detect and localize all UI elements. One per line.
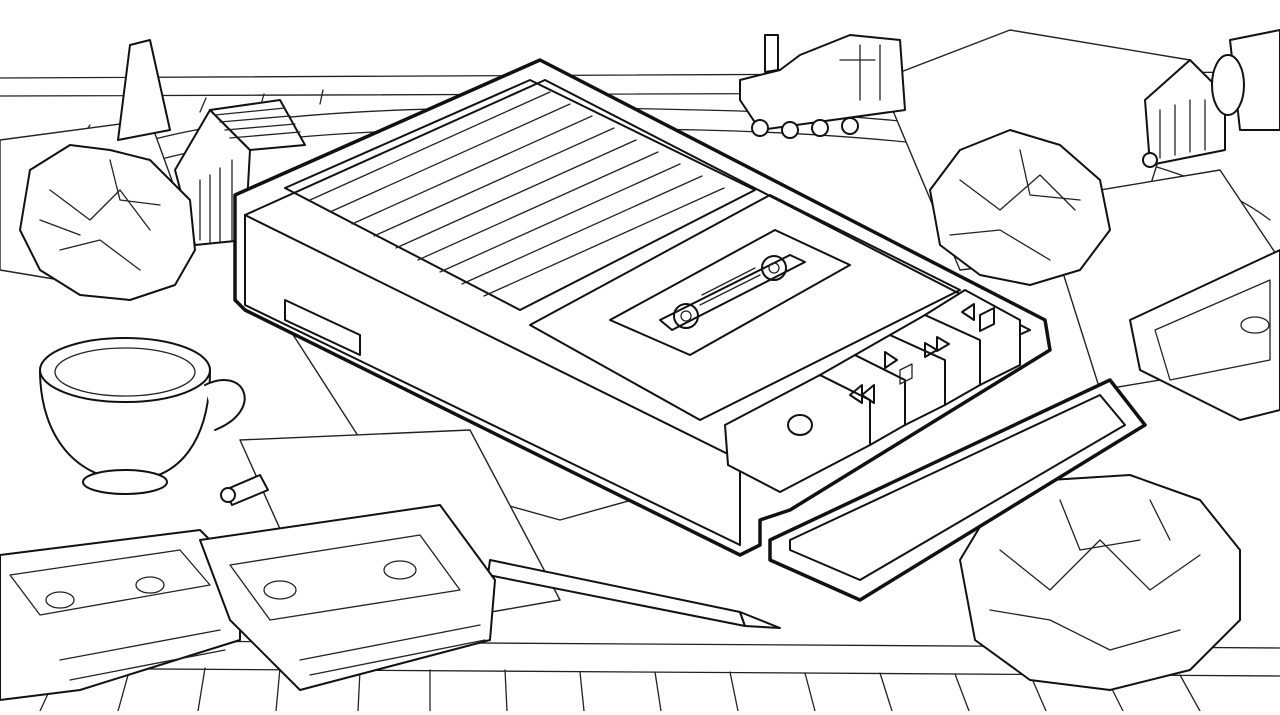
side-slot bbox=[284, 299, 361, 356]
push-pin bbox=[220, 474, 269, 506]
toy-train bbox=[739, 34, 906, 139]
speaker-grille bbox=[284, 79, 756, 311]
cassette-bottom-left bbox=[0, 529, 241, 701]
recorder-buttons bbox=[724, 289, 1021, 493]
crumpled-paper-top bbox=[929, 129, 1111, 286]
mug bbox=[1211, 29, 1280, 131]
cassette-window bbox=[529, 194, 961, 421]
cassette-recorder bbox=[233, 58, 1147, 602]
cassette-right bbox=[1129, 249, 1280, 421]
stop-eject-button bbox=[924, 289, 1021, 386]
teacup bbox=[39, 337, 246, 495]
crumpled-paper-left bbox=[19, 144, 196, 301]
crumpled-paper-bottom bbox=[959, 474, 1241, 691]
toy-house bbox=[117, 39, 306, 246]
cassette-bottom-center bbox=[199, 504, 496, 691]
cassette-door bbox=[768, 378, 1147, 602]
toy-train-car bbox=[1142, 59, 1226, 168]
